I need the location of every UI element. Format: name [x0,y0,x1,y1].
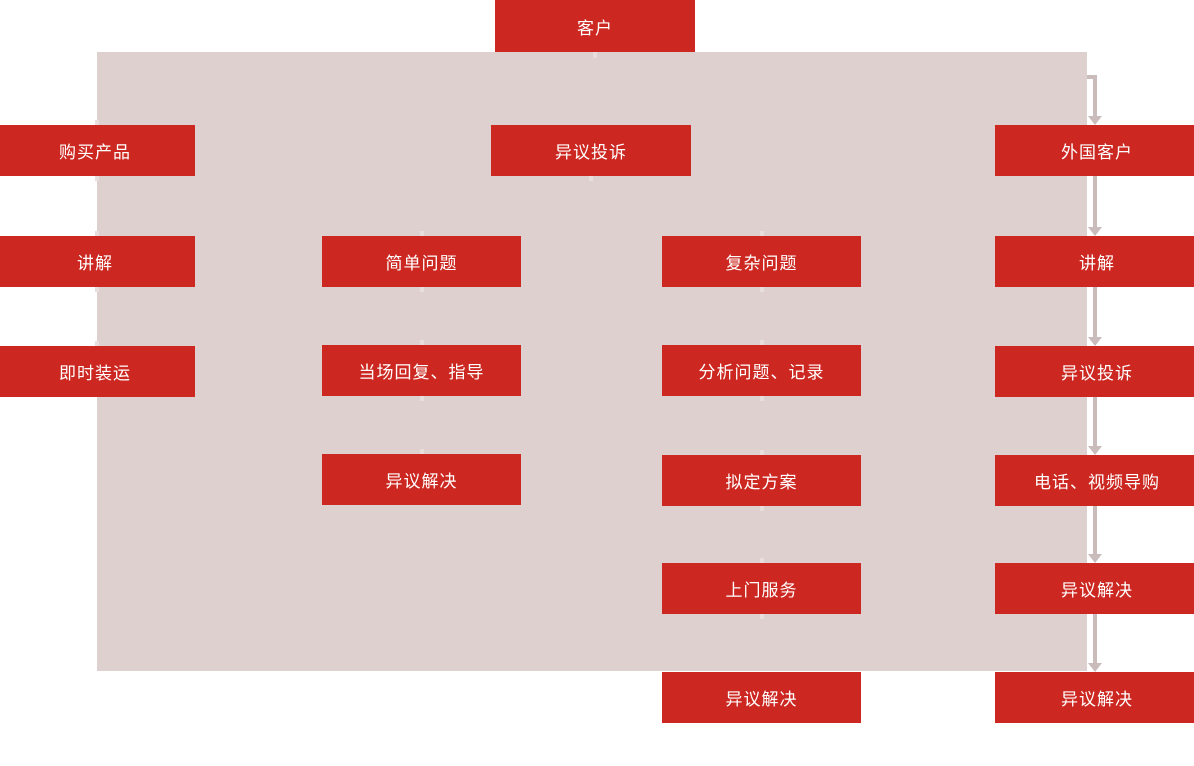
node-col3-1[interactable]: 复杂问题 [662,236,861,287]
node-col4-5[interactable]: 异议解决 [995,672,1194,723]
node-col4-4[interactable]: 异议解决 [995,563,1194,614]
node-col2-header[interactable]: 异议投诉 [491,125,691,176]
connector-col1-2-bottom [95,287,99,292]
connector-col2-header-bottom [589,176,593,181]
node-col4-1[interactable]: 讲解 [995,236,1194,287]
connector-col3-1-top [760,231,764,236]
node-col1-1[interactable]: 购买产品 [0,125,195,176]
connector-col3-1-bottom [760,287,764,292]
node-root[interactable]: 客户 [495,0,695,52]
connector-col3-4-top [760,558,764,563]
connector-col4-2-3 [1093,397,1097,446]
connector-col4-4-5 [1093,614,1097,663]
connector-col3-3-top [760,450,764,455]
node-col2-1[interactable]: 简单问题 [322,236,521,287]
connector-col4-1-2 [1093,287,1097,337]
connector-col3-2-top [760,340,764,345]
connector-col2-1-top [420,231,424,236]
connector-col1-3-top [95,341,99,346]
connector-col4-elbow-v [1093,75,1097,116]
connector-col3-4-bottom [760,614,764,619]
connector-root-down [593,52,597,58]
connector-col4-0-1 [1093,176,1097,227]
connector-col3-2-bottom [760,396,764,401]
node-col2-2[interactable]: 当场回复、指导 [322,345,521,396]
arrowhead-col4-4 [1088,554,1102,563]
connector-col3-3-bottom [760,506,764,511]
node-col3-5[interactable]: 异议解决 [662,672,861,723]
node-col4-0[interactable]: 外国客户 [995,125,1194,176]
node-col3-3[interactable]: 拟定方案 [662,455,861,506]
node-col1-2[interactable]: 讲解 [0,236,195,287]
node-col3-4[interactable]: 上门服务 [662,563,861,614]
connector-col2-2-bottom [420,396,424,401]
connector-col2-1-bottom [420,287,424,292]
connector-col1-1-top [95,120,99,125]
node-col1-3[interactable]: 即时装运 [0,346,195,397]
connector-col4-elbow-h [1087,75,1097,79]
node-col3-2[interactable]: 分析问题、记录 [662,345,861,396]
arrowhead-col4-3 [1088,446,1102,455]
connector-col1-1-bottom [95,176,99,181]
node-col4-3[interactable]: 电话、视频导购 [995,455,1194,506]
arrowhead-col4-5 [1088,663,1102,672]
arrowhead-col4-0 [1088,116,1102,125]
connector-col2-2-top [420,340,424,345]
connector-col1-2-top [95,231,99,236]
arrowhead-col4-1 [1088,227,1102,236]
arrowhead-col4-2 [1088,337,1102,346]
node-col2-3[interactable]: 异议解决 [322,454,521,505]
connector-col4-3-4 [1093,506,1097,554]
node-col4-2[interactable]: 异议投诉 [995,346,1194,397]
connector-col2-3-top [420,449,424,454]
